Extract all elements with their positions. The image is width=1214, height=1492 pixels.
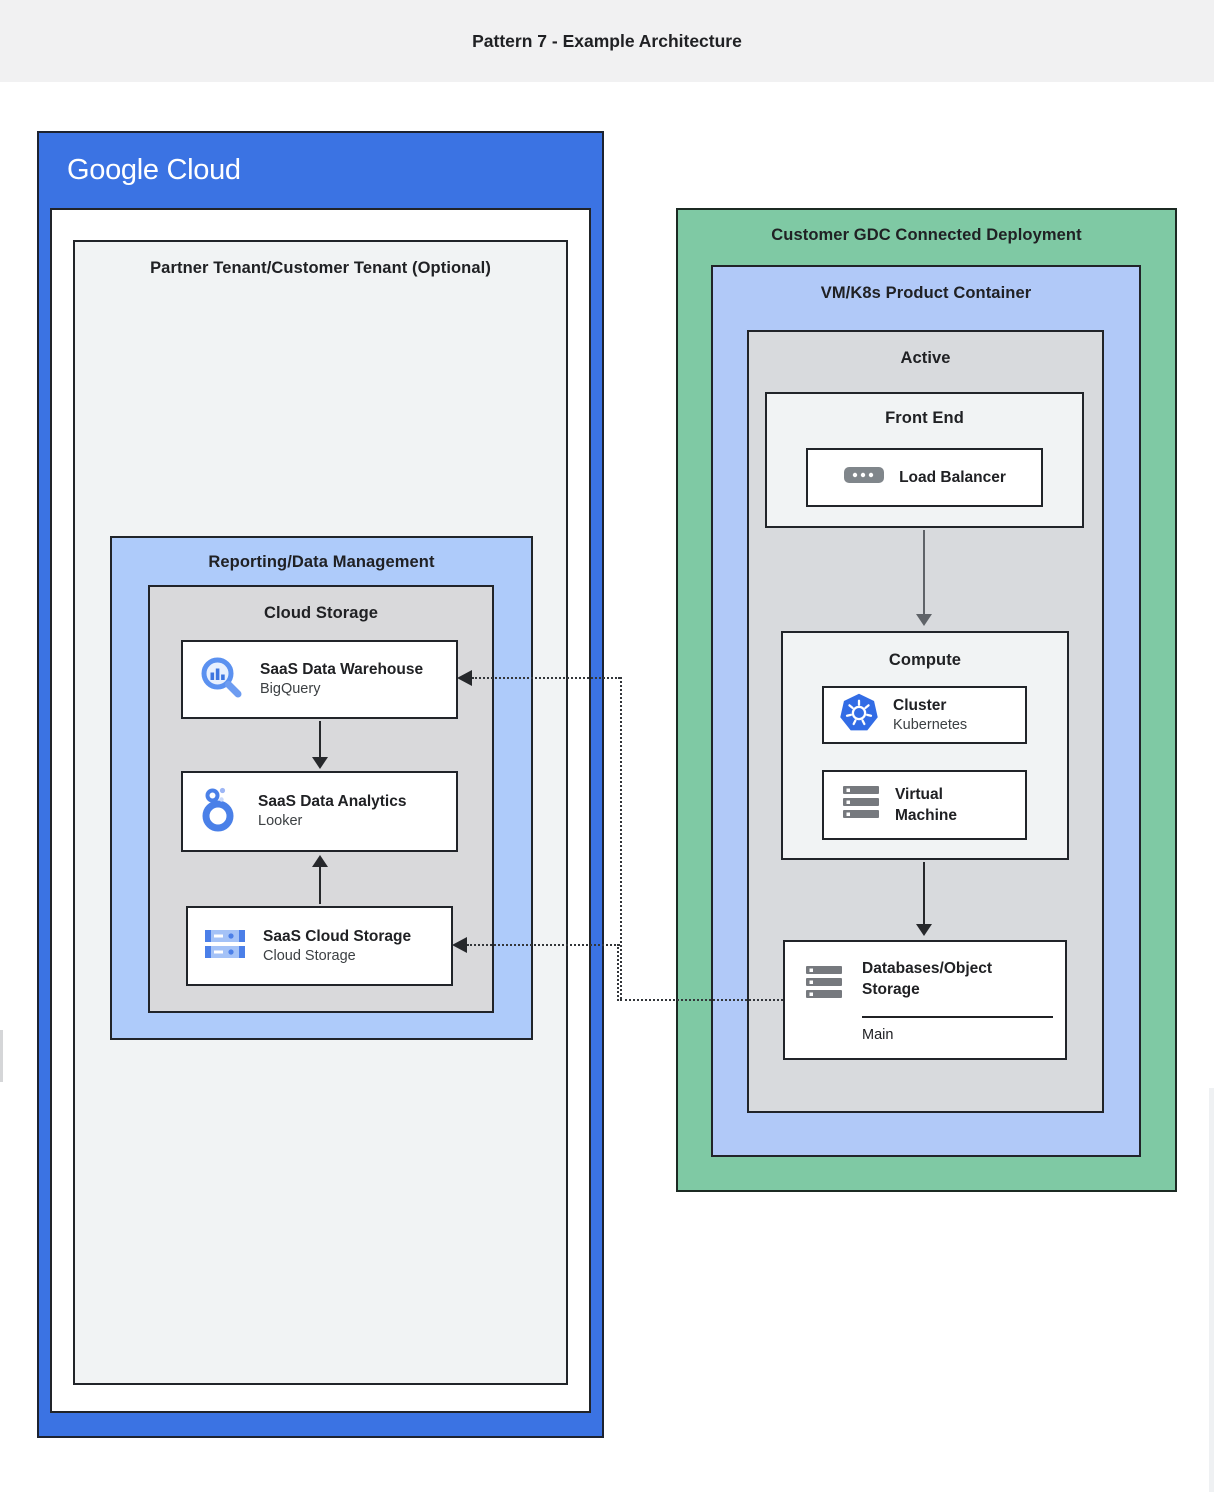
saas-cloud-storage-subtitle: Cloud Storage — [263, 947, 356, 964]
saas-cloud-storage-card: SaaS Cloud Storage Cloud Storage — [186, 906, 453, 986]
arrow-warehouse-to-analytics — [319, 721, 321, 759]
page-edge-tick-left — [0, 1030, 3, 1082]
diagram-header: Pattern 7 - Example Architecture — [0, 0, 1214, 82]
cluster-card: Cluster Kubernetes — [822, 686, 1027, 744]
databases-divider — [862, 1016, 1053, 1018]
dotted-line-storage-horizontal — [467, 944, 620, 946]
bigquery-icon — [197, 653, 245, 706]
reporting-label: Reporting/Data Management — [208, 553, 435, 571]
dotted-line-storage-vertical — [617, 944, 619, 1001]
virtual-machine-title: Virtual Machine — [895, 786, 958, 824]
kubernetes-icon — [838, 692, 880, 739]
saas-data-warehouse-title: SaaS Data Warehouse — [260, 661, 424, 678]
load-balancer-card: Load Balancer — [806, 448, 1043, 507]
saas-data-warehouse-subtitle: BigQuery — [260, 681, 321, 697]
dotted-line-vertical — [620, 677, 622, 999]
databases-object-storage-card: Databases/Object Storage Main — [783, 940, 1067, 1060]
arrowhead-frontend-to-compute — [916, 614, 932, 626]
arrowhead-compute-to-databases — [916, 924, 932, 936]
saas-data-analytics-subtitle: Looker — [258, 813, 303, 829]
saas-cloud-storage-title: SaaS Cloud Storage — [263, 927, 412, 945]
compute-label: Compute — [888, 651, 962, 669]
dotted-arrowhead-to-warehouse — [457, 670, 472, 686]
arrowhead-warehouse-to-analytics — [312, 757, 328, 769]
cluster-title: Cluster — [893, 696, 947, 714]
partner-tenant-label: Partner Tenant/Customer Tenant (Optional… — [150, 259, 491, 277]
load-balancer-icon — [843, 465, 885, 490]
front-end-label: Front End — [885, 409, 964, 427]
dotted-line-warehouse-horizontal — [472, 677, 620, 679]
active-label: Active — [900, 349, 951, 367]
arrow-storage-to-analytics — [319, 866, 321, 904]
server-stack-icon — [838, 782, 882, 829]
customer-gdc-label: Customer GDC Connected Deployment — [771, 226, 1082, 244]
virtual-machine-card: Virtual Machine — [822, 770, 1027, 840]
databases-instance-label: Main — [862, 1027, 894, 1043]
saas-data-analytics-title: SaaS Data Analytics — [258, 793, 407, 810]
saas-data-warehouse-card: SaaS Data Warehouse BigQuery — [181, 640, 458, 719]
arrowhead-storage-to-analytics — [312, 855, 328, 867]
page-edge-strip-right — [1209, 1088, 1214, 1492]
vm-k8s-label: VM/K8s Product Container — [820, 284, 1032, 302]
load-balancer-title: Load Balancer — [899, 468, 1006, 486]
dotted-line-databases-horizontal — [620, 999, 783, 1001]
google-cloud-logo: Google Cloud — [67, 154, 241, 186]
looker-icon — [197, 785, 243, 838]
cloud-storage-icon — [202, 922, 248, 971]
server-stack-icon — [801, 962, 845, 1009]
diagram-title: Pattern 7 - Example Architecture — [472, 30, 742, 51]
cloud-storage-group-label: Cloud Storage — [263, 604, 379, 622]
databases-title: Databases/Object Storage — [862, 960, 993, 998]
arrow-frontend-to-compute — [923, 530, 925, 616]
saas-data-analytics-card: SaaS Data Analytics Looker — [181, 771, 458, 852]
cluster-subtitle: Kubernetes — [893, 716, 968, 733]
arrow-compute-to-databases — [923, 862, 925, 926]
dotted-arrowhead-to-storage — [452, 937, 467, 953]
